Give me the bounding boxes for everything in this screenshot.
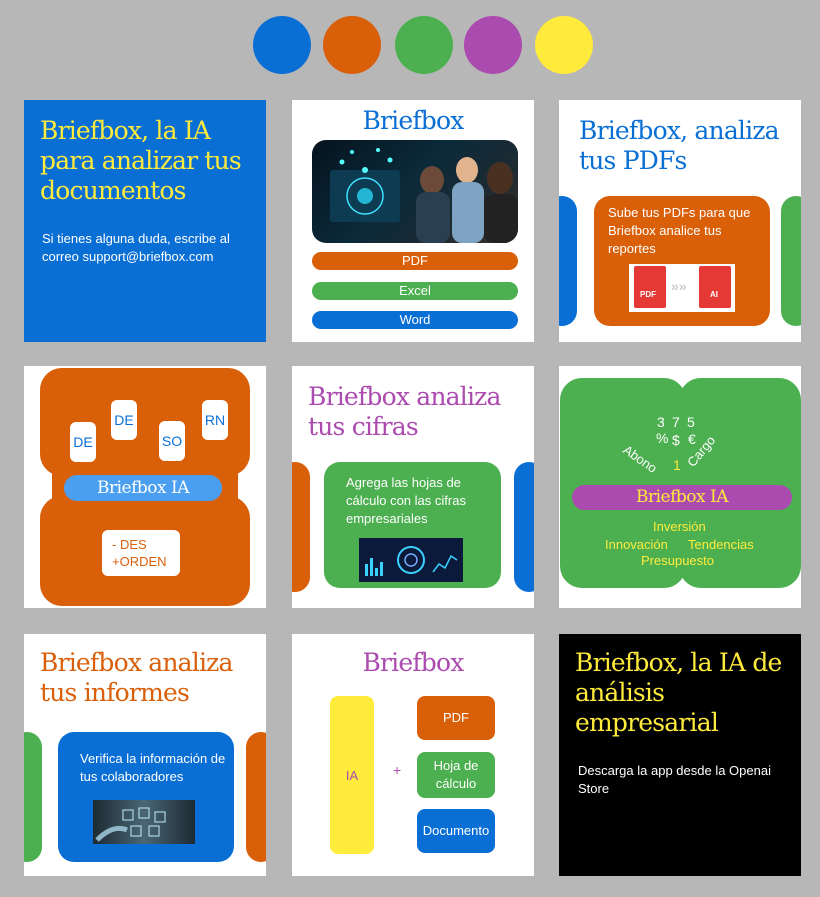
card-body: Agrega las hojas de cálculo con las cifr… (346, 475, 466, 526)
side-block-left (24, 732, 42, 862)
card-title: Briefbox, analiza tus PDFs (579, 116, 780, 175)
symbol: 5 (687, 414, 695, 430)
swatch-green (395, 16, 453, 74)
card-organize: DE DE SO RN Briefbox IA - DES +ORDEN (24, 366, 266, 608)
card-combine: Briefbox IA + PDF Hoja de cálculo Docume… (292, 634, 534, 876)
swatch-orange (323, 16, 381, 74)
card-download: Briefbox, la IA de análisis empresarial … (559, 634, 801, 876)
doc-chip: RN (202, 400, 228, 440)
side-block-right (246, 732, 266, 862)
keyword: Inversión (653, 519, 706, 534)
format-pill-pdf: PDF (312, 252, 518, 270)
left-block (560, 378, 686, 588)
pdf-to-ai-graphic: PDF »» AI (629, 264, 735, 312)
ai-bar: Briefbox IA (64, 475, 222, 501)
symbol: % (656, 430, 669, 446)
symbol: 7 (672, 414, 680, 430)
card-figures: Briefbox analiza tus cifras Agrega las h… (292, 366, 534, 608)
plus-sign: + (393, 762, 402, 778)
swatch-blue (253, 16, 311, 74)
card-title: Briefbox, la IA para analizar tus docume… (40, 116, 242, 205)
card-finance: 3 7 5 % $ € Abono 1 Cargo Briefbox IA In… (559, 366, 801, 608)
pdf-block: PDF (417, 696, 495, 740)
spreadsheet-block: Hoja de cálculo (417, 752, 495, 798)
keyword: Innovación (605, 537, 668, 552)
card-body: Verifica la información de tus colaborad… (80, 751, 226, 784)
card-title: Briefbox analiza tus informes (40, 648, 233, 707)
keyword: Tendencias (688, 537, 754, 552)
card-intro: Briefbox, la IA para analizar tus docume… (24, 100, 266, 342)
pdf-file-icon (634, 266, 666, 308)
swatch-yellow (535, 16, 593, 74)
side-block-left (559, 196, 577, 326)
format-pill-excel: Excel (312, 282, 518, 300)
hologram-icon (95, 807, 166, 842)
card-body: Si tienes alguna duda, escribe al correo… (42, 231, 230, 264)
doc-chip: DE (111, 400, 137, 440)
document-block: Documento (417, 809, 495, 853)
dashboard-chart-icon (365, 546, 458, 576)
side-block-right (514, 462, 534, 592)
content-box: Agrega las hojas de cálculo con las cifr… (324, 462, 501, 588)
side-block-right (781, 196, 801, 326)
symbol: $ (672, 432, 680, 448)
keyword: Presupuesto (641, 553, 714, 568)
card-title: Briefbox (362, 106, 464, 135)
pdf-label: PDF (640, 290, 656, 299)
card-pdfs: Briefbox, analiza tus PDFs Sube tus PDFs… (559, 100, 801, 342)
ai-scene-icon (330, 148, 518, 243)
card-body: Sube tus PDFs para que Briefbox analice … (608, 205, 751, 256)
ai-bar: Briefbox IA (572, 485, 792, 510)
swatch-purple (464, 16, 522, 74)
symbol: 3 (657, 414, 665, 430)
ia-block: IA (330, 696, 374, 854)
content-box: Verifica la información de tus colaborad… (58, 732, 234, 862)
card-title: Briefbox analiza tus cifras (308, 382, 501, 441)
symbol: 1 (673, 457, 681, 473)
dashboard-image (359, 538, 463, 582)
doc-chip: DE (70, 422, 96, 462)
arrow-icon: »» (671, 278, 687, 294)
card-reports: Briefbox analiza tus informes Verifica l… (24, 634, 266, 876)
ai-label: AI (710, 290, 718, 299)
symbol: € (688, 431, 696, 447)
card-title: Briefbox, la IA de análisis empresarial (575, 648, 782, 737)
ai-file-icon (699, 266, 731, 308)
card-body: Descarga la app desde la Openai Store (578, 763, 771, 796)
tech-hand-image (93, 800, 195, 844)
doc-chip: SO (159, 421, 185, 461)
order-note: - DES +ORDEN (102, 530, 180, 576)
format-pill-word: Word (312, 311, 518, 329)
card-title: Briefbox (362, 648, 464, 677)
card-formats: Briefbox PDF Excel Word (292, 100, 534, 342)
team-photo (312, 140, 518, 243)
right-block (679, 378, 801, 588)
content-box: Sube tus PDFs para que Briefbox analice … (594, 196, 770, 326)
side-block-left (292, 462, 310, 592)
